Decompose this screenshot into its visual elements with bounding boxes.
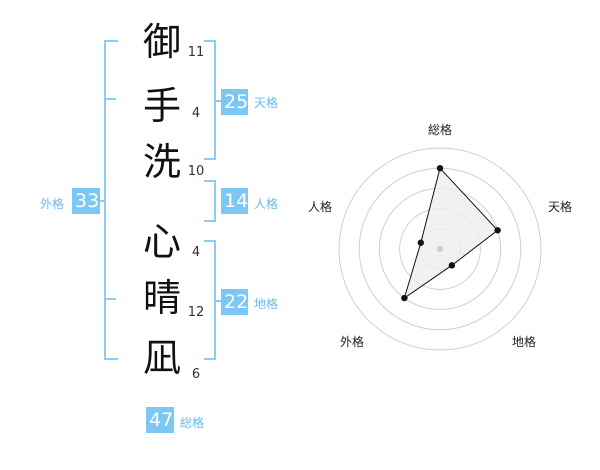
soukaku-value: 47 [146, 407, 174, 433]
name-character-6: 凪 [142, 336, 181, 380]
bracket-tick [104, 98, 116, 100]
radar-axis-label-2: 天格 [548, 199, 572, 214]
name-character-2: 手 [142, 84, 181, 128]
bracket-tick [214, 100, 222, 102]
stroke-count-3: 10 [187, 164, 205, 179]
radar-axis-label-1: 総格 [428, 122, 452, 137]
chikaku-label: 地格 [254, 297, 279, 311]
name-character-5: 晴 [142, 276, 181, 320]
radar-point-4 [401, 294, 408, 302]
radar-point-5 [417, 239, 424, 246]
name-character-3: 洗 [142, 140, 181, 184]
chikaku-value: 22 [221, 289, 248, 315]
radar-area [403, 167, 499, 300]
jinkaku-value: 14 [221, 188, 248, 214]
radar-point-3 [448, 262, 456, 269]
name-character-1: 御 [142, 20, 181, 64]
radar-axis-label-4: 外格 [340, 334, 364, 349]
radar-axis-label-5: 人格 [308, 199, 332, 214]
stroke-count-2: 4 [191, 106, 201, 121]
soukaku-label: 総格 [180, 416, 205, 430]
name-character-4: 心 [142, 220, 181, 264]
stroke-count-4: 4 [191, 245, 201, 260]
stroke-count-6: 6 [191, 367, 201, 382]
bracket-tick [104, 298, 116, 300]
gaikaku-label: 外格 [40, 197, 65, 211]
gaikaku-bracket [104, 40, 118, 360]
stroke-count-5: 12 [187, 305, 205, 320]
jinkaku-bracket [204, 180, 216, 222]
bracket-tick [214, 300, 222, 302]
bracket-tick [100, 200, 106, 202]
radar-point-2 [494, 227, 501, 234]
stroke-count-1: 11 [187, 45, 205, 60]
jinkaku-label: 人格 [254, 197, 279, 211]
radar-axis-label-3: 地格 [512, 334, 536, 349]
radar-point-1 [436, 165, 444, 172]
radar-grid-ring [338, 147, 542, 351]
tenkaku-label: 天格 [254, 96, 279, 110]
radar-center-dot [437, 246, 443, 252]
gaikaku-value: 33 [72, 188, 100, 214]
tenkaku-value: 25 [221, 89, 248, 115]
